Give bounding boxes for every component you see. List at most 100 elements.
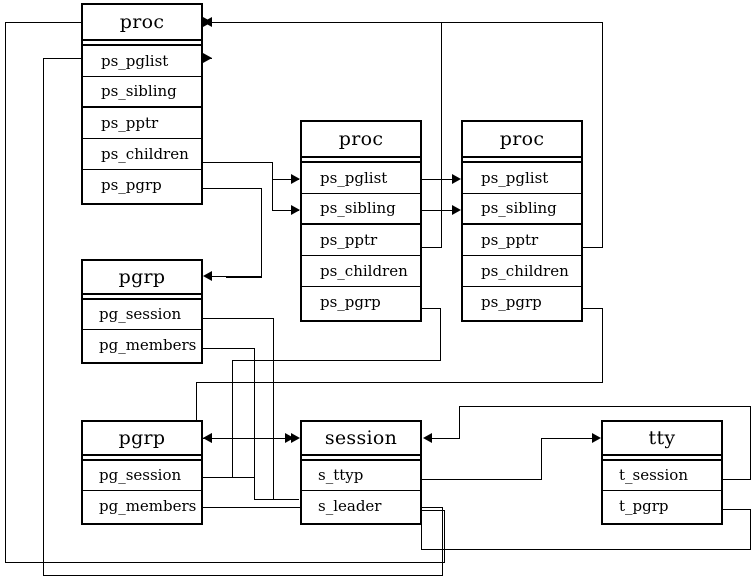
- struct-divider-proc-1: [83, 41, 201, 46]
- struct-box-proc-2[interactable]: proc ps_pglist ps_sibling ps_pptr ps_chi…: [300, 120, 422, 322]
- field-proc-2-ps_pgrp[interactable]: ps_pgrp: [302, 287, 420, 318]
- arrow-into-proc2-sibling: [291, 205, 300, 215]
- field-proc-1-ps_pglist[interactable]: ps_pglist: [83, 46, 201, 77]
- arrow-into-pgrp1-title: [203, 271, 212, 281]
- arrow-into-session-title-right: [423, 433, 432, 443]
- struct-title-pgrp-1: pgrp: [83, 261, 201, 295]
- struct-divider-tty-1: [603, 456, 721, 461]
- field-proc-3-ps_children[interactable]: ps_children: [463, 256, 581, 287]
- edge-left-rail-b-v: [43, 58, 44, 576]
- edge-tty-session-v: [750, 406, 751, 480]
- struct-box-tty-1[interactable]: tty t_session t_pgrp: [601, 420, 723, 525]
- edge-pgrp2-session-v: [232, 439, 233, 478]
- field-tty-1-t_pgrp[interactable]: t_pgrp: [603, 491, 721, 521]
- edge-left-rail-b-bottom: [43, 575, 443, 576]
- edge-pgrp1-members-h2: [254, 499, 299, 500]
- arrow-into-proc3-sibling: [452, 205, 461, 215]
- edge-proc2-pptr-h: [422, 247, 442, 248]
- field-tty-1-t_session[interactable]: t_session: [603, 461, 721, 491]
- edge-proc3-pgrp-h2: [196, 382, 603, 383]
- edge-proc1-children-v: [272, 162, 273, 210]
- edge-tty-pgrp-h: [723, 509, 751, 510]
- field-proc-1-ps_children[interactable]: ps_children: [83, 139, 201, 170]
- edge-session-leader-h: [422, 510, 445, 511]
- arrow-into-proc1-pglist: [203, 53, 212, 63]
- field-session-1-s_ttyp[interactable]: s_ttyp: [302, 461, 420, 491]
- edge-pgrp2-to-session: [232, 438, 292, 439]
- struct-divider-pgrp-2: [83, 456, 201, 461]
- field-proc-2-ps_pptr[interactable]: ps_pptr: [302, 225, 420, 256]
- edge-tty-session-h: [723, 479, 751, 480]
- edge-pgrp1-members-v: [254, 348, 255, 500]
- edge-proc3-pptr-v: [602, 22, 603, 248]
- field-session-1-s_leader[interactable]: s_leader: [302, 491, 420, 521]
- edge-pgrp2-members-v: [442, 507, 443, 576]
- struct-title-tty-1: tty: [603, 422, 721, 456]
- edge-proc2-pglist-h: [422, 179, 459, 180]
- arrow-into-proc2-pglist: [291, 174, 300, 184]
- field-proc-2-ps_children[interactable]: ps_children: [302, 256, 420, 287]
- field-pgrp-2-pg_members[interactable]: pg_members: [83, 491, 201, 521]
- struct-title-session-1: session: [302, 422, 420, 456]
- field-pgrp-1-pg_members[interactable]: pg_members: [83, 330, 201, 360]
- field-pgrp-1-pg_session[interactable]: pg_session: [83, 300, 201, 330]
- field-proc-3-ps_sibling[interactable]: ps_sibling: [463, 194, 581, 225]
- field-proc-1-ps_pptr[interactable]: ps_pptr: [83, 108, 201, 139]
- arrow-into-tty-title: [592, 433, 601, 443]
- struct-box-session-1[interactable]: session s_ttyp s_leader: [300, 420, 422, 525]
- edge-proc1-pgrp-v: [261, 188, 262, 276]
- edge-proc2-pgrp-v2: [232, 360, 233, 439]
- edge-proc1-pgrp-h: [202, 188, 262, 189]
- field-pgrp-2-pg_session[interactable]: pg_session: [83, 461, 201, 491]
- field-proc-2-ps_pglist[interactable]: ps_pglist: [302, 163, 420, 194]
- edge-session-ttyp-v: [541, 438, 542, 480]
- edge-top-rail: [212, 22, 603, 23]
- field-proc-1-ps_pgrp[interactable]: ps_pgrp: [83, 170, 201, 201]
- struct-divider-proc-3: [463, 158, 581, 163]
- edge-proc1-pgrp-h2: [212, 276, 262, 277]
- edge-proc3-pptr-h: [583, 247, 603, 248]
- edge-proc2-sibling-h: [422, 210, 459, 211]
- edge-tty-session-h2: [459, 406, 751, 407]
- edge-tty-session-v2: [459, 406, 460, 439]
- arrow-into-pgrp2-title: [203, 433, 212, 443]
- struct-box-pgrp-2[interactable]: pgrp pg_session pg_members: [81, 420, 203, 525]
- edge-proc2-pgrp-h3: [212, 438, 233, 439]
- edge-proc3-pgrp-v2: [196, 382, 197, 439]
- arrow-into-proc1-title-left: [203, 17, 212, 27]
- edge-proc2-pgrp-h: [422, 308, 441, 309]
- edge-pgrp1-session-v: [273, 318, 274, 500]
- arrow-into-session1-title: [291, 433, 300, 443]
- edge-session-ttyp-h2: [541, 438, 596, 439]
- struct-box-pgrp-1[interactable]: pgrp pg_session pg_members: [81, 259, 203, 364]
- edge-pgrp1-members-h: [202, 348, 255, 349]
- edge-tty-pgrp-v: [750, 509, 751, 550]
- edge-proc2-pptr-v: [441, 22, 442, 248]
- struct-divider-pgrp-1: [83, 295, 201, 300]
- edge-left-rail-a-bottom: [5, 562, 445, 563]
- edge-session-leader-v: [444, 510, 445, 563]
- field-proc-3-ps_pglist[interactable]: ps_pglist: [463, 163, 581, 194]
- field-proc-3-ps_pptr[interactable]: ps_pptr: [463, 225, 581, 256]
- struct-box-proc-3[interactable]: proc ps_pglist ps_sibling ps_pptr ps_chi…: [461, 120, 583, 322]
- edge-session-ttyp-h: [422, 479, 542, 480]
- edge-tty-session-h3: [432, 438, 460, 439]
- field-proc-3-ps_pgrp[interactable]: ps_pgrp: [463, 287, 581, 318]
- arrow-pgrp2-to-session: [285, 433, 294, 443]
- edge-proc2-pgrp-h2: [232, 360, 441, 361]
- edge-proc3-pgrp-h: [583, 308, 603, 309]
- edge-proc3-pgrp-v: [602, 308, 603, 383]
- struct-title-proc-1: proc: [83, 5, 201, 41]
- struct-title-proc-3: proc: [463, 122, 581, 158]
- field-proc-2-ps_sibling[interactable]: ps_sibling: [302, 194, 420, 225]
- struct-box-proc-1[interactable]: proc ps_pglist ps_sibling ps_pptr ps_chi…: [81, 3, 203, 205]
- arrow-into-proc3-pglist: [452, 174, 461, 184]
- struct-title-proc-2: proc: [302, 122, 420, 158]
- struct-divider-session-1: [302, 456, 420, 461]
- struct-divider-proc-2: [302, 158, 420, 163]
- edge-left-rail-a-v: [5, 22, 6, 563]
- field-proc-1-ps_sibling[interactable]: ps_sibling: [83, 77, 201, 108]
- edge-proc1-children-h2: [272, 179, 299, 180]
- edge-proc1-children-to-sibling: [272, 210, 299, 211]
